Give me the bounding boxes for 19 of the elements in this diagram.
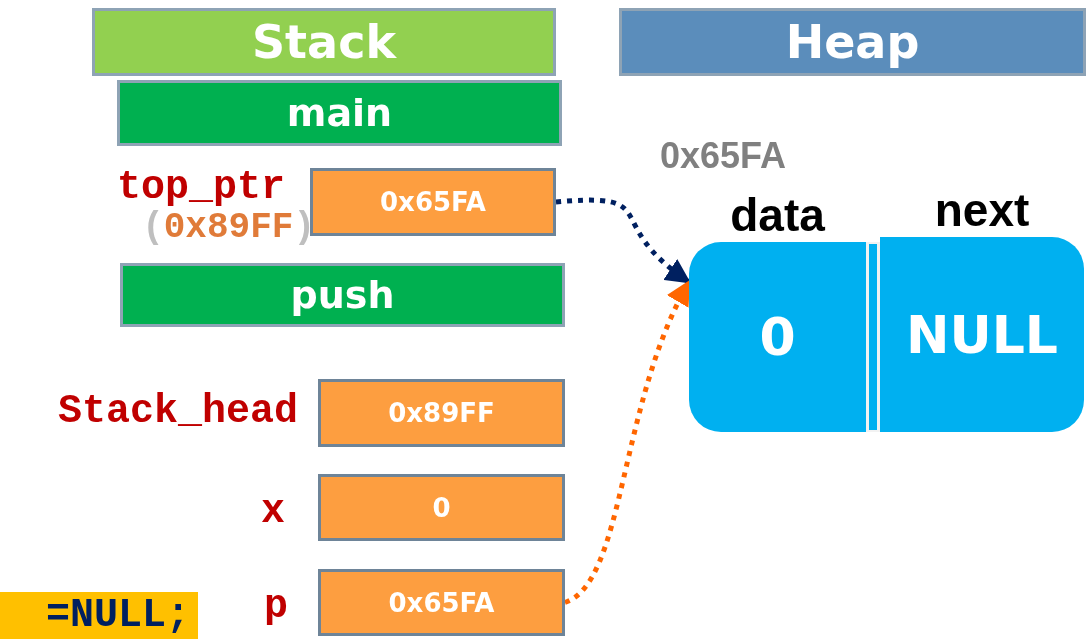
variable-name: Stack_head <box>56 390 298 434</box>
memory-cell: 0 <box>689 242 866 432</box>
stack-frame: push <box>120 263 565 327</box>
memory-cell: NULL <box>880 237 1084 432</box>
field-label: next <box>933 183 1031 237</box>
section-header: Stack <box>92 8 556 76</box>
memory-slot: 0 <box>318 474 565 541</box>
field-label: data <box>729 188 826 242</box>
address-label: 0x65FA <box>660 136 788 176</box>
memory-slot: 0x65FA <box>318 569 565 636</box>
stack-frame: main <box>117 80 562 146</box>
variable-name: p <box>263 585 288 629</box>
memory-slot: 0x65FA <box>310 168 556 236</box>
section-header: Heap <box>619 8 1086 76</box>
variable-name: top_ptr <box>115 166 285 210</box>
pointer-arrow <box>555 197 691 284</box>
variable-name: x <box>260 490 285 534</box>
memory-slot: 0x89FF <box>318 379 565 447</box>
code-snippet: =NULL; <box>0 592 198 639</box>
